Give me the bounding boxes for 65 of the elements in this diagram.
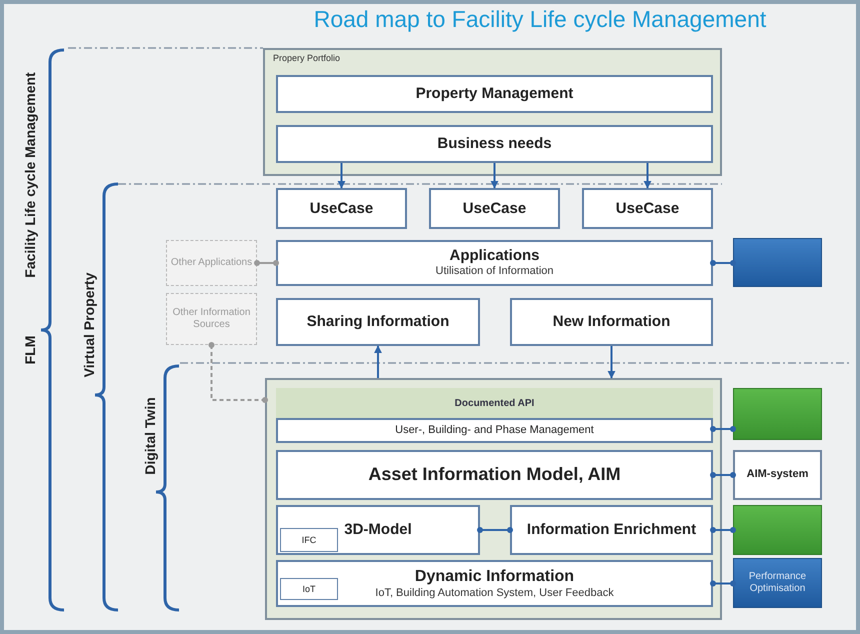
box-title: Dynamic Information: [414, 567, 574, 586]
box-title: Sharing Information: [306, 313, 450, 331]
process-box: [276, 240, 713, 286]
connector: [710, 580, 736, 586]
connector: [710, 260, 736, 266]
bracket-label: Virtual Property: [81, 272, 97, 378]
process-box: [510, 298, 713, 346]
connector: [710, 426, 736, 432]
tool-box: [733, 558, 822, 608]
box-title: 3D-Model: [344, 521, 412, 539]
box-title: Asset Information Model, AIM: [368, 464, 621, 486]
connector: [608, 346, 616, 379]
box-title: AIM-system: [746, 468, 808, 482]
process-box: [582, 188, 713, 229]
box-title: Performance Optimisation: [748, 571, 808, 595]
blank-box: [733, 388, 822, 440]
box-title: Other Applications: [170, 257, 252, 269]
process-box: [429, 188, 560, 229]
group-panel: [263, 48, 722, 176]
process-box: [276, 450, 713, 500]
blank-box: [733, 505, 822, 555]
connector: [490, 163, 498, 189]
process-box: [276, 505, 480, 555]
box-subtitle: IoT, Building Automation System, User Feedback: [375, 586, 614, 600]
bracket-label: FLM: [22, 336, 38, 364]
box-title: Applications: [449, 247, 540, 266]
connector: [254, 260, 279, 266]
bracket-label: Facility Life cycle Management: [22, 72, 38, 278]
box-title: Business needs: [437, 135, 552, 153]
bracket-label: Digital Twin: [142, 397, 158, 475]
dashed-box: [166, 293, 257, 345]
box-title: UseCase: [616, 200, 680, 218]
process-box: [276, 298, 480, 346]
section-heading: Documented API: [276, 388, 713, 418]
process-box: [733, 450, 822, 500]
tag-box: [280, 578, 338, 600]
connector: [208, 342, 268, 403]
connector: [644, 163, 652, 189]
connector: [338, 163, 346, 189]
box-title: New Information: [552, 313, 670, 331]
connector: [477, 527, 513, 533]
box-title: User-, Building- and Phase Management: [395, 424, 594, 438]
box-title: IoT: [302, 584, 316, 594]
process-box: [276, 560, 713, 607]
tag-box: [280, 528, 338, 552]
box-title: Information Enrichment: [526, 521, 696, 539]
box-title: Property Management: [416, 85, 574, 103]
group-title: Propery Portfolio: [273, 53, 340, 63]
connector: [710, 527, 736, 533]
box-title: UseCase: [310, 200, 374, 218]
box-title: Other Information Sources: [172, 307, 252, 331]
connector: [374, 345, 382, 378]
connector: [710, 472, 736, 478]
process-box: [276, 418, 713, 443]
box-subtitle: Utilisation of Information: [436, 265, 554, 279]
process-box: [276, 125, 713, 163]
diagram-title: Road map to Facility Life cycle Management: [312, 6, 768, 33]
box-title: UseCase: [462, 200, 526, 218]
group-panel: [265, 378, 722, 620]
blank-box: [733, 238, 822, 287]
process-box: [276, 188, 407, 229]
box-title: IFC: [302, 534, 316, 546]
process-box: [276, 75, 713, 113]
dashed-box: [166, 240, 257, 286]
process-box: [510, 505, 713, 555]
